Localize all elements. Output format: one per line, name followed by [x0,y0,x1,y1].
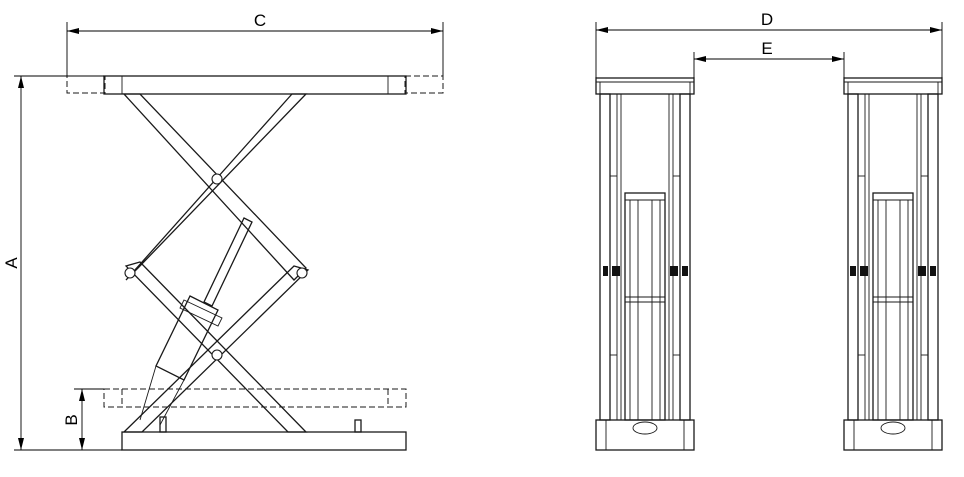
front-view-left-unit [595,77,695,451]
dimension-a-label: A [2,257,21,269]
base-frame [121,416,407,451]
pivot-pin-center-lower [211,349,223,361]
front-view-right-unit [843,77,943,451]
dimension-a: A [2,75,122,451]
top-platform [103,75,407,95]
dimension-d: D [595,10,943,78]
top-extension-right [404,75,444,94]
upper-scissor-arms [122,93,308,281]
lowered-platform-outline [103,388,407,408]
pivot-pin-left [124,267,136,279]
pivot-pin-right [296,267,308,279]
side-view [66,75,444,451]
pivot-pin-center-upper [211,173,223,185]
top-extension-left [66,75,106,94]
dimension-c: C [66,11,444,76]
dimension-b: B [62,388,104,450]
dimension-d-label: D [761,10,773,29]
dimension-c-label: C [254,11,266,30]
dimension-b-label: B [62,414,81,425]
dimension-e-label: E [761,39,772,58]
dimension-e: E [693,39,845,78]
